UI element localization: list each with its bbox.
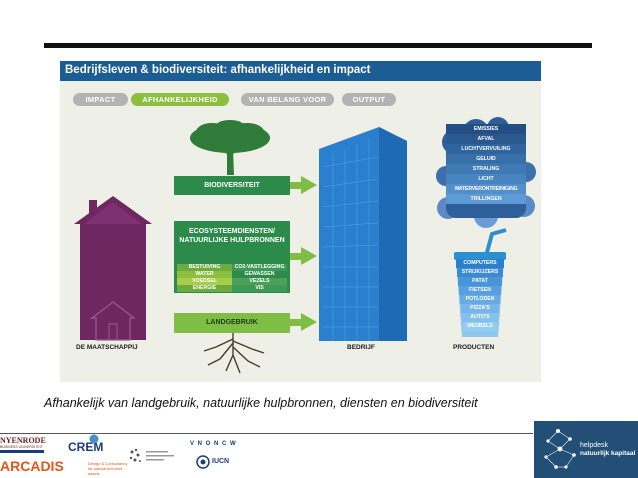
cup-item: AUTO'S (462, 313, 498, 322)
infographic-title: Bedrijfsleven & biodiversiteit: afhankel… (65, 64, 371, 76)
biodiversity-arrow-icon (301, 176, 317, 194)
crem-logo: CREM (68, 434, 104, 454)
roots-illustration (203, 333, 265, 374)
products-label: PRODUCTEN (453, 344, 495, 351)
cloud-item: GELUID (446, 154, 526, 164)
slide-caption: Afhankelijk van landgebruik, natuurlijke… (44, 396, 478, 410)
eco-cell: VEZELS (232, 278, 287, 285)
cloud-item: EMISSIES (446, 124, 526, 134)
top-divider (44, 43, 592, 48)
cup-item: PATAT (458, 277, 502, 286)
arcadis-tagline: Design & Consultancy for natural and bui… (88, 461, 128, 476)
arcadis-logo: ARCADIS (0, 458, 64, 476)
ecosystem-arrow-shaft (290, 253, 302, 260)
nyenrode-logo: NYENRODE BUSINESS UNIVERSITEIT (0, 436, 54, 454)
cup-item: STRIJKIJZERS (457, 268, 503, 277)
house-illustration (74, 196, 152, 341)
office-building-illustration (319, 127, 407, 341)
tab-output[interactable]: OUTPUT (342, 93, 396, 106)
biodiversity-label: BIODIVERSITEIT (204, 182, 260, 189)
crem-logo-text: CREM (68, 440, 104, 454)
eco-cell: ENERGIE (177, 285, 232, 292)
cloud-list: EMISSIES AFVAL LUCHTVERVUILING GELUID ST… (446, 124, 526, 204)
cup-item: POTLODEN (460, 295, 500, 304)
cloud-item: AFVAL (446, 134, 526, 144)
infographic: Bedrijfsleven & biodiversiteit: afhankel… (60, 61, 541, 382)
helpdesk-text: helpdesk (580, 442, 609, 449)
biodiversity-bar: BIODIVERSITEIT (174, 176, 290, 195)
building-label: BEDRIJF (347, 344, 375, 351)
ecosystem-arrow-icon (301, 247, 317, 265)
dots-logo (129, 448, 174, 462)
bottom-divider (0, 433, 533, 434)
tree-illustration (190, 120, 270, 175)
tab-impact[interactable]: IMPACT (73, 93, 128, 106)
eco-cell: VIS (232, 285, 287, 292)
ecosystem-title: ECOSYSTEEMDIENSTEN/ NATUURLIJKE HULPBRON… (179, 228, 285, 244)
arcadis-logo-text: ARCADIS (0, 458, 64, 474)
network-icon (544, 429, 576, 469)
landuse-arrow-shaft (290, 319, 302, 326)
nyenrode-logo-text: NYENRODE (0, 436, 46, 445)
cup-item: COMPUTERS (456, 259, 504, 268)
cloud-item: LUCHTVERVUILING (446, 144, 526, 154)
cloud-item: WATERVERONTREINIGING (446, 184, 526, 194)
landuse-bar: LANDGEBRUIK (174, 313, 290, 333)
ecosystem-block: ECOSYSTEEMDIENSTEN/ NATUURLIJKE HULPBRON… (174, 221, 290, 293)
iucn-logo-text: IUCN (212, 458, 230, 465)
infographic-header: Bedrijfsleven & biodiversiteit: afhankel… (60, 61, 541, 81)
cloud-item: STRALING (446, 164, 526, 174)
landuse-arrow-icon (301, 313, 317, 331)
eco-cell: BESTUIVING (177, 264, 232, 271)
eco-cell: VOEDSEL (177, 278, 232, 285)
eco-cell: WATER (177, 271, 232, 278)
iucn-logo-icon (196, 455, 210, 469)
helpdesk-subtext: natuurlijk kapitaal (580, 450, 636, 457)
helpdesk-logo: helpdesk natuurlijk kapitaal (534, 421, 638, 478)
vnoncw-logo: V N O N C W (190, 441, 237, 447)
nyenrode-logo-subtext: BUSINESS UNIVERSITEIT (0, 445, 43, 449)
cup-item: FIETSEN (459, 286, 501, 295)
cloud-item: LICHT (446, 174, 526, 184)
cup-item: MEUBELS (463, 322, 497, 331)
eco-cell: GEWASSEN (232, 271, 287, 278)
eco-cell: CO2-VASTLEGGING (232, 264, 287, 271)
house-label: DE MAATSCHAPPIJ (76, 344, 138, 351)
cup-item: PIZZA'S (461, 304, 499, 313)
biodiversity-arrow-shaft (290, 182, 302, 189)
tab-afhankelijkheid[interactable]: AFHANKELIJKHEID (131, 93, 229, 106)
cloud-item: TRILLINGEN (446, 194, 526, 204)
tab-van-belang-voor[interactable]: VAN BELANG VOOR (241, 93, 334, 106)
cup-list: COMPUTERS STRIJKIJZERS PATAT FIETSEN POT… (456, 259, 504, 331)
crem-logo-icon (89, 434, 99, 444)
landuse-label: LANDGEBRUIK (206, 319, 258, 326)
